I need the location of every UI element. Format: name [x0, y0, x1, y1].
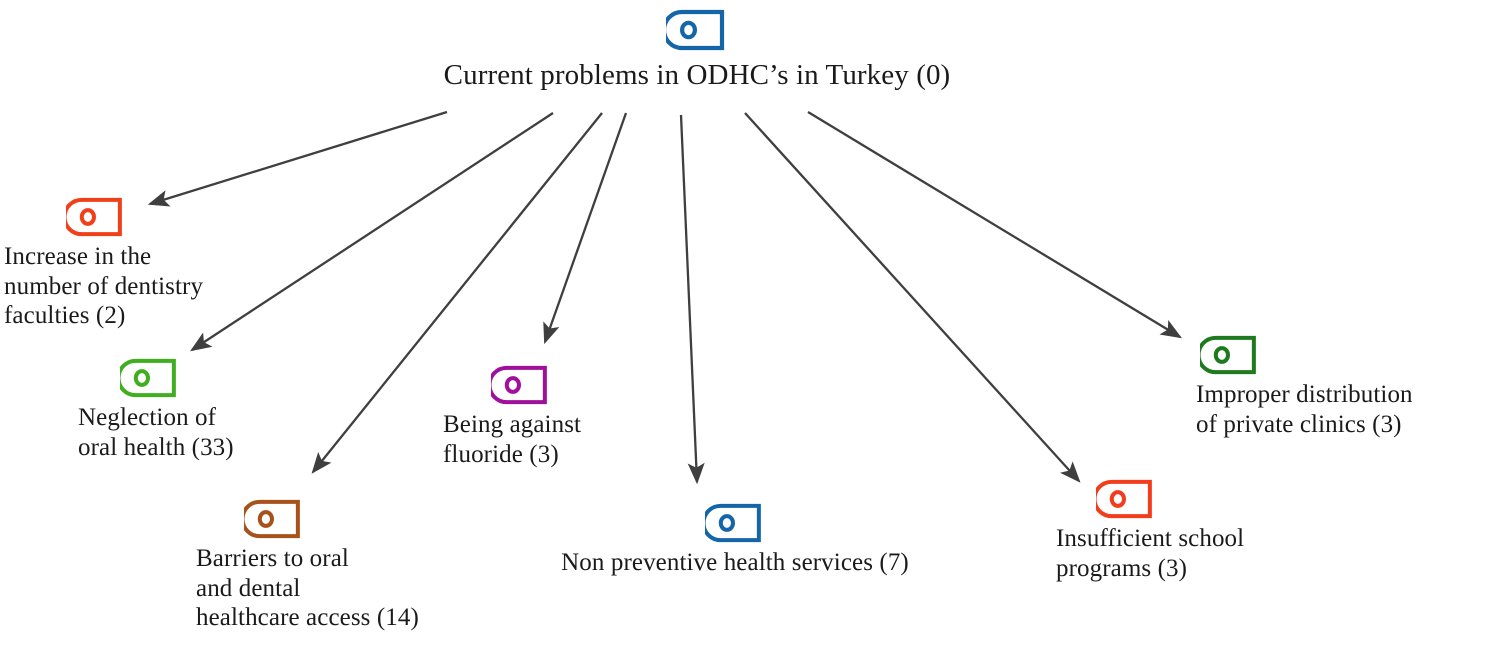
tag-icon: [491, 365, 547, 405]
edge-root-to-private: [807, 111, 1182, 339]
node-label-dentistry: Increase in the number of dentistry facu…: [4, 243, 204, 329]
node-label-fluoride: Being against fluoride (3): [443, 411, 582, 468]
tag-icon: [244, 499, 300, 539]
node-non-preventive-health-services[interactable]: Non preventive health services (7): [510, 502, 960, 578]
node-neglection-oral-health[interactable]: Neglection of oral health (33): [78, 357, 328, 462]
node-label-nonprev: Non preventive health services (7): [561, 549, 909, 576]
node-label-neglection: Neglection of oral health (33): [78, 404, 234, 461]
edge-root-to-fluoride: [543, 112, 628, 345]
node-label-private: Improper distribution of private clinics…: [1196, 381, 1413, 438]
node-label-school: Insufficient school programs (3): [1056, 525, 1245, 582]
node-label-barriers: Barriers to oral and dental healthcare a…: [196, 545, 419, 631]
tag-icon: [1096, 479, 1152, 519]
edge-root-to-school: [744, 112, 1081, 483]
node-root-label: Current problems in ODHC’s in Turkey (0): [443, 59, 951, 91]
tag-icon: [66, 197, 122, 237]
tag-icon: [705, 503, 761, 543]
node-insufficient-school-programs[interactable]: Insufficient school programs (3): [1056, 478, 1326, 583]
tag-icon: [1200, 335, 1256, 375]
edge-root-to-dentistry: [147, 110, 448, 207]
edge-root-to-nonprev: [679, 114, 705, 485]
node-increase-dentistry-faculties[interactable]: Increase in the number of dentistry facu…: [4, 196, 274, 331]
node-barriers-healthcare-access[interactable]: Barriers to oral and dental healthcare a…: [196, 498, 466, 633]
node-root[interactable]: Current problems in ODHC’s in Turkey (0): [372, 8, 1022, 92]
tag-icon: [120, 358, 176, 398]
tag-icon: [666, 9, 725, 51]
node-improper-distribution-private-clinics[interactable]: Improper distribution of private clinics…: [1196, 334, 1492, 439]
node-being-against-fluoride[interactable]: Being against fluoride (3): [443, 364, 663, 469]
